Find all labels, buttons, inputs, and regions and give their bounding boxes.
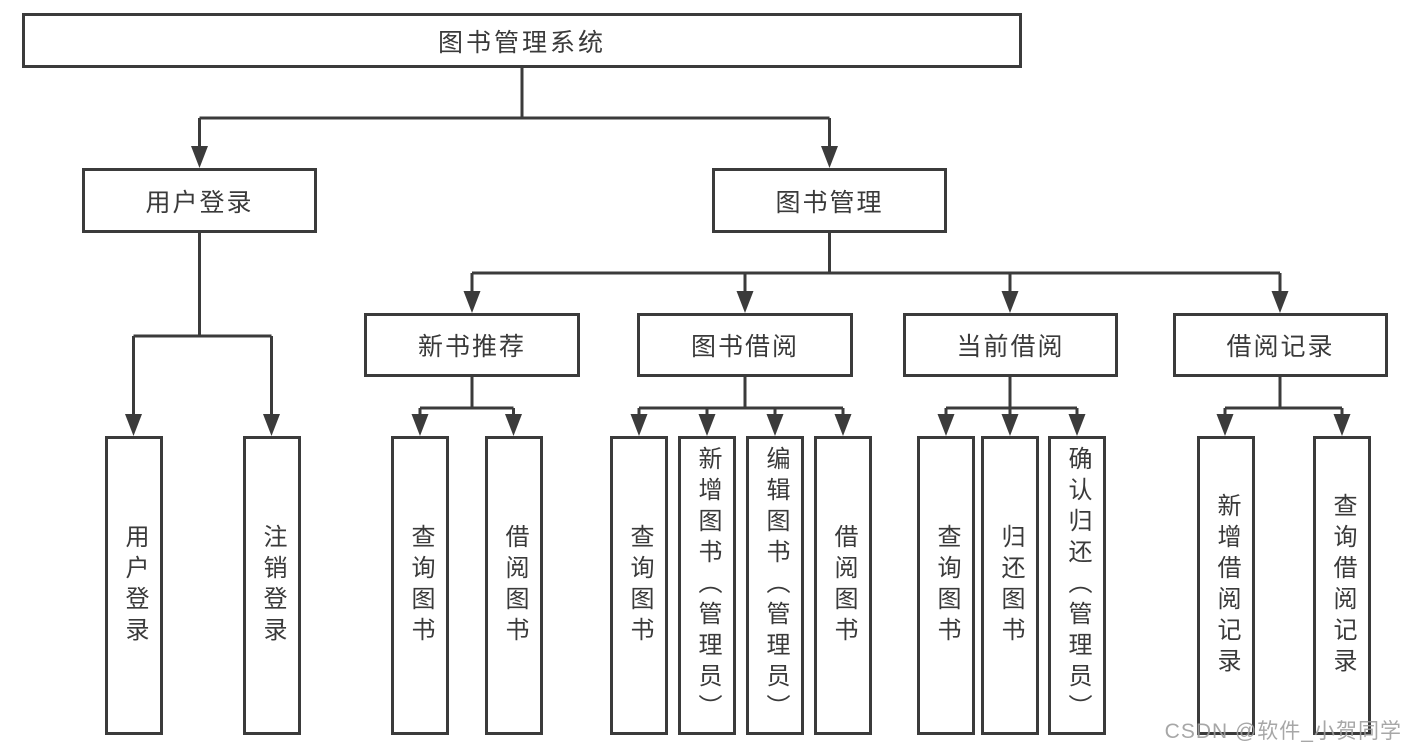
connector-recommend-to-leaves: [411, 377, 522, 436]
leaf-query-books-current: 查询图书: [917, 436, 975, 735]
leaf-logout: 注销登录: [243, 436, 301, 735]
node-book-management: 图书管理: [712, 168, 947, 233]
leaf-borrow-books-label: 借阅图书: [830, 523, 857, 648]
leaf-edit-book-admin-label: 编辑图书（管理员）: [762, 446, 789, 725]
leaf-logout-label: 注销登录: [259, 523, 286, 648]
leaf-add-book-admin: 新增图书（管理员）: [678, 436, 736, 735]
leaf-query-books-recommend-label: 查询图书: [407, 523, 434, 648]
node-book-borrow: 图书借阅: [637, 313, 853, 377]
connector-book-mgmt-to-level3: [463, 233, 1289, 313]
leaf-return-books: 归还图书: [981, 436, 1039, 735]
leaf-query-books-recommend: 查询图书: [391, 436, 449, 735]
leaf-borrow-books: 借阅图书: [814, 436, 872, 735]
leaf-add-borrow-record-label: 新增借阅记录: [1213, 492, 1240, 679]
connector-root-to-level2: [191, 68, 838, 168]
leaf-borrow-books-recommend: 借阅图书: [485, 436, 543, 735]
connector-borrow-to-leaves: [630, 377, 852, 436]
leaf-confirm-return-admin-label: 确认归还（管理员）: [1064, 446, 1091, 725]
connector-user-login-to-leaves: [125, 233, 280, 436]
node-new-book-recommend: 新书推荐: [364, 313, 580, 377]
leaf-user-login-label: 用户登录: [121, 523, 148, 648]
leaf-confirm-return-admin: 确认归还（管理员）: [1048, 436, 1106, 735]
node-current-borrow: 当前借阅: [903, 313, 1118, 377]
leaf-query-books-current-label: 查询图书: [933, 523, 960, 648]
leaf-add-borrow-record: 新增借阅记录: [1197, 436, 1255, 735]
leaf-return-books-label: 归还图书: [997, 523, 1024, 648]
leaf-borrow-books-recommend-label: 借阅图书: [501, 523, 528, 648]
leaf-query-borrow-record-label: 查询借阅记录: [1329, 492, 1356, 679]
leaf-edit-book-admin: 编辑图书（管理员）: [746, 436, 804, 735]
leaf-query-borrow-record: 查询借阅记录: [1313, 436, 1371, 735]
node-user-login: 用户登录: [82, 168, 317, 233]
leaf-user-login: 用户登录: [105, 436, 163, 735]
leaf-query-books-borrow-label: 查询图书: [626, 523, 653, 648]
csdn-watermark: CSDN @软件_小贺同学: [1164, 720, 1402, 743]
node-borrow-records: 借阅记录: [1173, 313, 1388, 377]
node-library-system: 图书管理系统: [22, 13, 1022, 68]
connector-records-to-leaves: [1216, 377, 1351, 436]
leaf-query-books-borrow: 查询图书: [610, 436, 668, 735]
leaf-add-book-admin-label: 新增图书（管理员）: [694, 446, 721, 725]
connector-current-to-leaves: [937, 377, 1086, 436]
